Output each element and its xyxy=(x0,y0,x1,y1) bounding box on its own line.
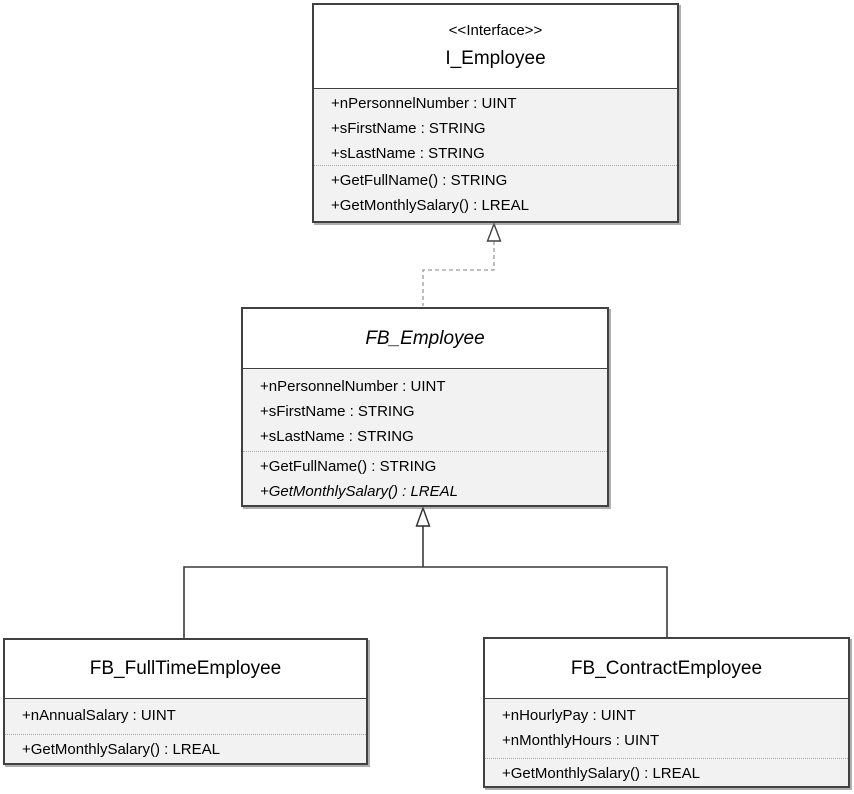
methods-section: +GetFullName() : STRING +GetMonthlySalar… xyxy=(243,452,607,505)
methods-section: +GetMonthlySalary() : LREAL xyxy=(5,735,366,763)
class-header: FB_Employee xyxy=(243,309,607,369)
attribute: +nAnnualSalary : UINT xyxy=(22,707,176,724)
stereotype-label: <<Interface>> xyxy=(448,22,543,39)
class-box-fb-employee[interactable]: FB_Employee +nPersonnelNumber : UINT +sF… xyxy=(241,307,609,507)
class-name: I_Employee xyxy=(445,48,546,69)
attribute: +nPersonnelNumber : UINT xyxy=(331,95,517,112)
attributes-section: +nHourlyPay : UINT +nMonthlyHours : UINT xyxy=(485,699,848,759)
inheritance-connector-branch xyxy=(183,566,668,638)
realization-arrowhead-icon xyxy=(486,222,502,242)
class-name: FB_FullTimeEmployee xyxy=(89,658,282,679)
methods-section: +GetMonthlySalary() : LREAL xyxy=(485,759,848,786)
class-box-fb-fulltimeemployee[interactable]: FB_FullTimeEmployee +nAnnualSalary : UIN… xyxy=(3,638,368,765)
class-box-i-employee[interactable]: <<Interface>> I_Employee +nPersonnelNumb… xyxy=(312,3,679,223)
attributes-section: +nPersonnelNumber : UINT +sFirstName : S… xyxy=(243,369,607,452)
attributes-section: +nAnnualSalary : UINT xyxy=(5,699,366,735)
method: +GetMonthlySalary() : LREAL xyxy=(22,741,220,758)
method: +GetFullName() : STRING xyxy=(260,458,437,475)
method: +GetFullName() : STRING xyxy=(331,172,508,189)
attribute: +sFirstName : STRING xyxy=(260,403,415,420)
methods-section: +GetFullName() : STRING +GetMonthlySalar… xyxy=(314,166,677,221)
realization-connector xyxy=(422,241,495,306)
attributes-section: +nPersonnelNumber : UINT +sFirstName : S… xyxy=(314,89,677,166)
class-header: FB_ContractEmployee xyxy=(485,639,848,699)
class-name: FB_ContractEmployee xyxy=(570,657,763,679)
attribute: +nHourlyPay : UINT xyxy=(502,707,636,724)
method-abstract: +GetMonthlySalary() : LREAL xyxy=(260,483,458,500)
attribute: +sLastName : STRING xyxy=(260,428,414,445)
class-box-fb-contractemployee[interactable]: FB_ContractEmployee +nHourlyPay : UINT +… xyxy=(483,637,850,788)
class-header: FB_FullTimeEmployee xyxy=(5,640,366,699)
attribute: +nMonthlyHours : UINT xyxy=(502,732,660,749)
attribute: +nPersonnelNumber : UINT xyxy=(260,378,446,395)
class-name: FB_Employee xyxy=(365,327,485,349)
method: +GetMonthlySalary() : LREAL xyxy=(331,197,529,214)
method: +GetMonthlySalary() : LREAL xyxy=(502,765,700,782)
attribute: +sFirstName : STRING xyxy=(331,120,486,137)
class-header: <<Interface>> I_Employee xyxy=(314,5,677,89)
attribute: +sLastName : STRING xyxy=(331,145,485,162)
inheritance-arrowhead-icon xyxy=(415,505,431,527)
